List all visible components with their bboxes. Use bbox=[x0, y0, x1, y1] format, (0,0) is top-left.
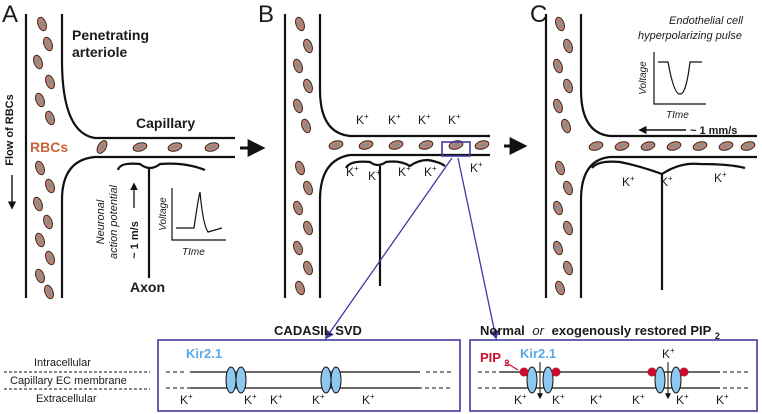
k-ion: K+ bbox=[676, 392, 689, 407]
pip2-dot bbox=[679, 367, 689, 377]
k-ion: K+ bbox=[714, 170, 727, 185]
k-ion: K+ bbox=[356, 112, 369, 127]
normal-box: Normal or exogenously restored PIP 2 PIP… bbox=[469, 323, 758, 412]
membrane-legend: Intracellular Capillary EC membrane Extr… bbox=[4, 357, 150, 405]
neuronal-label-line1: Neuronal bbox=[95, 199, 107, 244]
kir-channel bbox=[225, 366, 247, 394]
hp-voltage-label: Voltage bbox=[638, 61, 649, 95]
cadasil-kir-label: Kir2.1 bbox=[186, 346, 222, 361]
ap-axes bbox=[171, 188, 226, 241]
k-ion: K+ bbox=[368, 168, 381, 183]
arteriole-label-line1: Penetrating bbox=[72, 27, 149, 43]
cadasil-frame bbox=[157, 339, 461, 412]
legend-intracellular: Intracellular bbox=[34, 357, 91, 369]
normal-kir-label: Kir2.1 bbox=[520, 346, 556, 361]
panel-a: A Penetrating arteriole bbox=[2, 1, 266, 301]
arteriole-right-wall-top bbox=[60, 14, 235, 140]
hp-trace bbox=[658, 61, 702, 95]
axon-label: Axon bbox=[130, 279, 165, 295]
legend-extracellular: Extracellular bbox=[36, 393, 97, 405]
k-ion: K+ bbox=[270, 392, 283, 407]
k-ion: K+ bbox=[312, 392, 325, 407]
k-ion: K+ bbox=[388, 112, 401, 127]
c-speed: ~ 1 mm/s bbox=[690, 125, 737, 137]
panel-c: C Endothelial cell hyperpol bbox=[530, 1, 757, 298]
k-ion: K+ bbox=[514, 392, 527, 407]
capillary-label: Capillary bbox=[136, 115, 195, 131]
k-ion: K+ bbox=[180, 392, 193, 407]
k-ions-c: K+ K+ K+ bbox=[622, 170, 727, 189]
normal-frame bbox=[469, 339, 758, 412]
k-ion: K+ bbox=[418, 112, 431, 127]
normal-title-or: or bbox=[532, 323, 544, 338]
k-ion: K+ bbox=[470, 160, 483, 175]
k-ion: K+ bbox=[244, 392, 257, 407]
k-ions-b: K+ K+ K+ K+ K+ K+ K+ K+ K+ bbox=[346, 112, 483, 183]
neuronal-label-line2: action potential bbox=[108, 184, 120, 259]
ap-voltage-label: Voltage bbox=[158, 197, 169, 231]
pip2-dot bbox=[647, 367, 657, 377]
k-ion: K+ bbox=[632, 392, 645, 407]
arteriole-right-wall-bottom bbox=[60, 155, 235, 298]
cadasil-box: CADASIL SVD Kir2.1 K+ K+ K+ K+ K+ bbox=[157, 323, 461, 412]
endothelial-label-line1: Endothelial cell bbox=[669, 15, 744, 27]
action-potential-inset: Voltage TIme bbox=[158, 188, 226, 258]
neuronal-speed: ~ 1 m/s bbox=[129, 221, 141, 259]
arteriole-label-line2: arteriole bbox=[72, 44, 127, 60]
k-ion: K+ bbox=[552, 392, 565, 407]
pip2-dot bbox=[551, 367, 561, 377]
zoom-box bbox=[441, 141, 471, 157]
zoom-connector-left bbox=[324, 157, 453, 340]
pip2-dot bbox=[519, 367, 529, 377]
b-neuron-terminal bbox=[345, 158, 446, 169]
k-ion: K+ bbox=[424, 164, 437, 179]
normal-title-sub: 2 bbox=[715, 331, 720, 341]
kir-channel-open bbox=[647, 362, 689, 400]
neuron-terminal bbox=[116, 162, 206, 172]
hyperpolarizing-inset: Voltage TIme bbox=[638, 52, 706, 121]
k-ion: K+ bbox=[716, 392, 729, 407]
legend-membrane: Capillary EC membrane bbox=[10, 375, 127, 387]
c-right-wall-top bbox=[579, 14, 757, 138]
hp-axes bbox=[653, 52, 706, 105]
kir-channel bbox=[320, 366, 342, 394]
ap-time-label: TIme bbox=[182, 247, 205, 258]
normal-title-rest: exogenously restored PIP bbox=[552, 323, 712, 338]
b-right-wall-bottom bbox=[318, 153, 490, 298]
zoom-connector-right bbox=[457, 157, 499, 340]
endothelial-label-line2: hyperpolarizing pulse bbox=[638, 30, 742, 42]
panel-b-letter: B bbox=[258, 1, 274, 28]
normal-title: Normal or exogenously restored PIP 2 bbox=[480, 323, 720, 341]
ap-trace bbox=[176, 191, 223, 233]
k-ion: K+ bbox=[660, 174, 673, 189]
c-right-wall-bottom bbox=[579, 155, 757, 298]
cadasil-title: CADASIL SVD bbox=[274, 323, 362, 338]
k-ion: K+ bbox=[662, 346, 675, 361]
pip-label: PIP 2 bbox=[480, 350, 509, 368]
k-ion: K+ bbox=[590, 392, 603, 407]
k-ion: K+ bbox=[622, 174, 635, 189]
panel-c-letter: C bbox=[530, 1, 547, 28]
rbcs-label: RBCs bbox=[30, 139, 68, 155]
flow-label: Flow of RBCs bbox=[4, 94, 16, 166]
normal-title-normal: Normal bbox=[480, 323, 525, 338]
pip-pointer bbox=[504, 361, 519, 371]
hp-time-label: TIme bbox=[666, 110, 689, 121]
kir-channel-open bbox=[519, 362, 561, 400]
panel-a-letter: A bbox=[2, 1, 18, 28]
k-ion: K+ bbox=[398, 164, 411, 179]
pip-label-text: PIP bbox=[480, 350, 501, 365]
k-ion: K+ bbox=[346, 164, 359, 179]
k-ion: K+ bbox=[448, 112, 461, 127]
panel-b: B K+ K+ K+ K+ bbox=[258, 1, 528, 340]
b-right-wall-top bbox=[318, 14, 490, 138]
k-ion: K+ bbox=[362, 392, 375, 407]
